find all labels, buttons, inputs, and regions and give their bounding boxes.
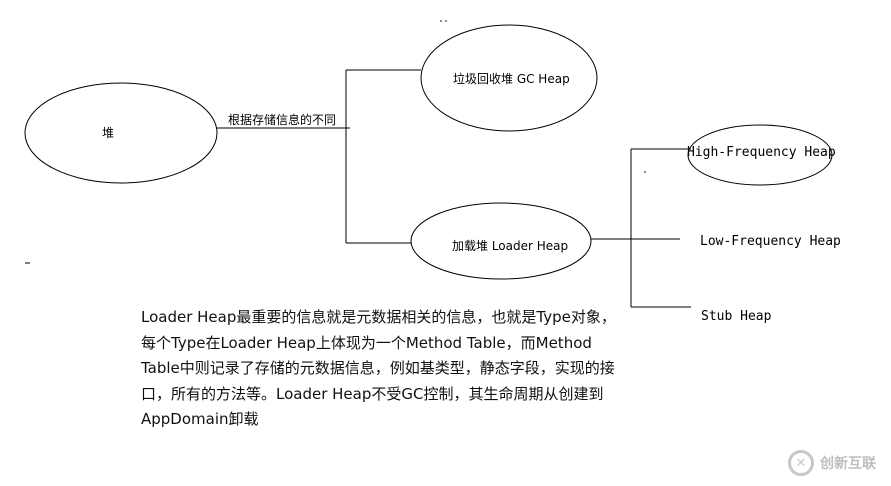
stray-dot bbox=[445, 20, 447, 22]
low-frequency-heap-label: Low-Frequency Heap bbox=[700, 234, 841, 249]
heap-node bbox=[24, 82, 218, 184]
stub-heap-label: Stub Heap bbox=[701, 309, 772, 324]
gc-heap-label: 垃圾回收堆 GC Heap bbox=[453, 72, 570, 86]
description-line: Table中则记录了存储的元数据信息，例如基类型，静态字段，实现的接 bbox=[141, 359, 615, 377]
stray-dot bbox=[440, 20, 442, 22]
description-line: Loader Heap最重要的信息就是元数据相关的信息，也就是Type对象， bbox=[141, 308, 616, 326]
high-frequency-heap-label: High-Frequency Heap bbox=[687, 145, 836, 160]
x-circle-logo-icon: ✕ bbox=[788, 450, 814, 476]
edge-label: 根据存储信息的不同 bbox=[228, 113, 337, 127]
loader-heap-description: Loader Heap最重要的信息就是元数据相关的信息，也就是Type对象， 每… bbox=[141, 305, 621, 433]
loader-heap-label: 加载堆 Loader Heap bbox=[452, 239, 569, 253]
description-line: 口，所有的方法等。Loader Heap不受GC控制，其生命周期从创建到 bbox=[141, 384, 604, 403]
high-frequency-heap-node bbox=[687, 124, 833, 186]
watermark-logo: ✕ 创新互联 bbox=[788, 440, 891, 486]
watermark-text: 创新互联 bbox=[820, 456, 876, 472]
description-line: 每个Type在Loader Heap上体现为一个Method Table，而Me… bbox=[141, 333, 592, 352]
loader-heap-node bbox=[410, 202, 592, 280]
gc-heap-node bbox=[420, 24, 598, 132]
description-line: AppDomain卸载 bbox=[141, 410, 259, 428]
stray-dot bbox=[644, 171, 646, 173]
heap-label: 堆 bbox=[102, 126, 115, 140]
